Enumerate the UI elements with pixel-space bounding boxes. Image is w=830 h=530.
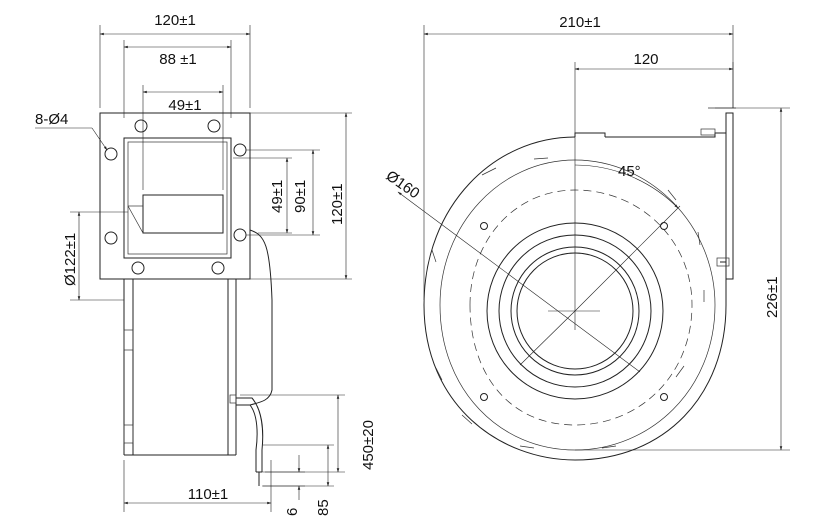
- dim-front-height: 120±1: [250, 112, 352, 280]
- hole-spacing-v-label: 90±1: [292, 180, 309, 213]
- holes-callout: 8-Ø4: [35, 111, 108, 151]
- diameter-label: Ø122±1: [62, 233, 79, 286]
- front-view: 120±1 88 ±1 49±1 8-Ø4 Ø122±1: [35, 12, 377, 516]
- depth-label: 110±1: [188, 486, 229, 503]
- motor-body: [123, 229, 273, 486]
- dim-cable-length: 450±20: [240, 394, 377, 473]
- scroll-housing: [423, 136, 727, 461]
- dim-diameter: Ø122±1: [62, 211, 128, 301]
- dim-depth: 110±1: [123, 460, 272, 512]
- outlet-plate: [725, 112, 734, 280]
- cable-length-label: 450±20: [360, 420, 377, 470]
- dim-wire-length: 85: [263, 444, 334, 516]
- dim-hole-spacing-v: 90±1: [246, 149, 320, 236]
- wheel-diameter-label: Ø160: [383, 167, 423, 202]
- dim-inner-height: 49±1: [233, 157, 292, 234]
- inner-width-label: 49±1: [168, 97, 201, 114]
- dim-hole-spacing-h: 88 ±1: [123, 40, 232, 118]
- overall-width-label: 210±1: [559, 14, 601, 31]
- impeller-block: [142, 194, 224, 234]
- wire-length-label: 85: [315, 499, 332, 516]
- dim-center-offset: 120: [574, 51, 734, 108]
- inner-height-label: 49±1: [269, 180, 286, 213]
- front-height-label: 120±1: [329, 183, 346, 225]
- dim-wire-strip: 6: [262, 455, 305, 516]
- housing-vanes: [431, 157, 705, 449]
- dim-overall-width: 210±1: [423, 14, 734, 300]
- angle-label: 45°: [618, 163, 641, 180]
- center-offset-label: 120: [633, 51, 658, 68]
- hole-spacing-h-label: 88 ±1: [159, 51, 196, 68]
- outlet-opening: [123, 137, 232, 259]
- side-view: Ø160 45° 210±1 120 226±1: [383, 14, 790, 461]
- overall-height-label: 226±1: [764, 276, 781, 318]
- housing-rivets: [480, 222, 668, 401]
- flange-outline: [99, 112, 251, 280]
- dim-inner-width: 49±1: [142, 85, 224, 190]
- holes-label: 8-Ø4: [35, 111, 68, 128]
- dim-front-width: 120±1: [99, 12, 251, 108]
- dim-overall-height: 226±1: [575, 107, 790, 451]
- wire-strip-label: 6: [284, 508, 301, 516]
- mounting-holes: [104, 119, 247, 275]
- outlet-inner-lip: [127, 141, 228, 255]
- front-width-label: 120±1: [154, 12, 196, 29]
